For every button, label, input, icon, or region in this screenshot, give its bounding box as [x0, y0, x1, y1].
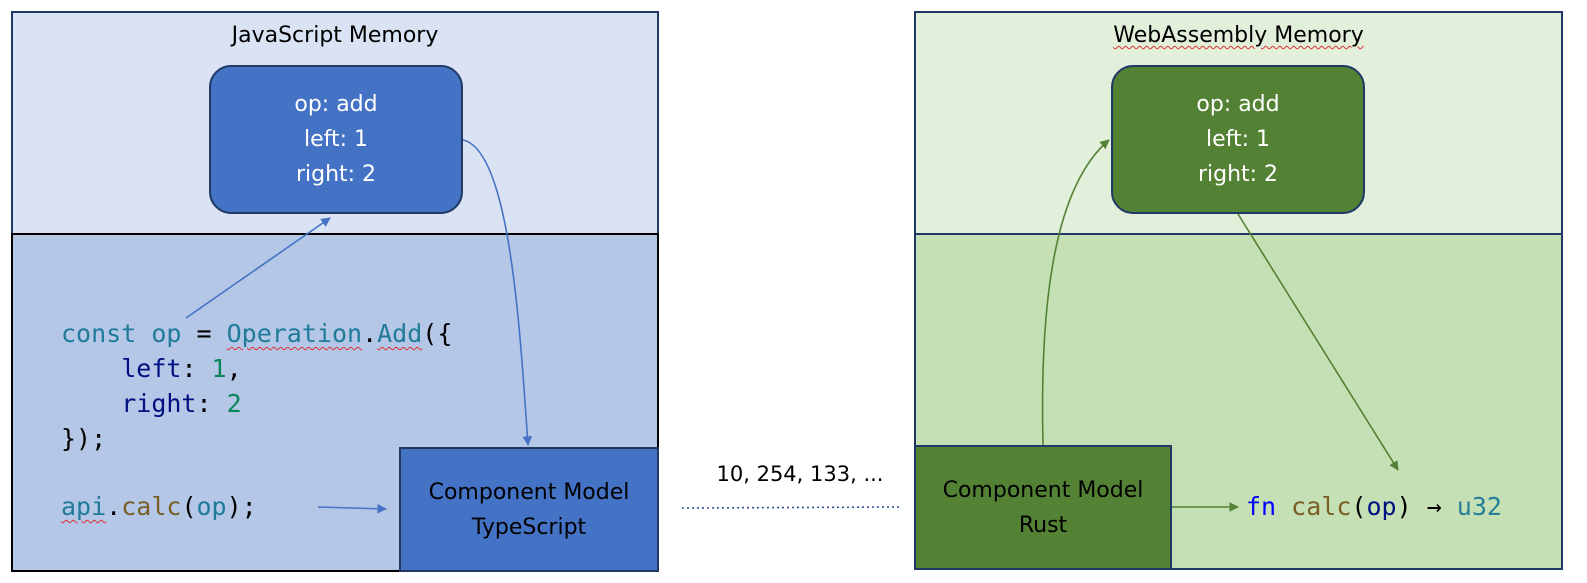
code-close-paren: ); [226, 492, 257, 521]
code-fn-calc: calc [121, 492, 182, 521]
code-return-arrow: → [1411, 492, 1457, 521]
code-dot: . [106, 492, 122, 521]
code-var-op: op [151, 319, 182, 348]
byte-transfer-line [681, 506, 903, 509]
code-num-1: 1 [211, 354, 227, 383]
code-keyword-fn: fn [1246, 492, 1277, 521]
code-prop-right: right [121, 389, 197, 418]
code-arg-op: op [196, 492, 227, 521]
arrow-code-to-js-object [185, 217, 331, 319]
wasm-object-right: right: 2 [1197, 162, 1279, 187]
cm-ts-line1: Component Model [428, 479, 630, 505]
code-fn-add: Add [377, 319, 423, 348]
code-colon: : [181, 354, 212, 383]
arrow-rust-component-to-wasm-object [1041, 139, 1110, 446]
code-line-3: right: 2 [61, 386, 452, 421]
wasm-memory-title-text: WebAssembly Memory [1113, 23, 1364, 48]
wasm-operation-object: op: add left: 1 right: 2 [1111, 65, 1365, 214]
cm-ts-line2: TypeScript [471, 514, 587, 540]
code-open-paren: ( [181, 492, 197, 521]
code-close-paren: ) [1396, 492, 1412, 521]
code-fn-calc: calc [1291, 492, 1352, 521]
cm-rust-line2: Rust [1018, 512, 1068, 538]
wasm-object-left: left: 1 [1205, 127, 1271, 152]
wasm-object-op: op: add [1196, 92, 1280, 117]
code-ident-api: api [61, 492, 107, 521]
arrow-js-object-to-component [462, 139, 533, 446]
typescript-code-block: const op = Operation.Add({ left: 1, righ… [61, 316, 452, 456]
code-prop-left: left [121, 354, 182, 383]
cm-rust-line1: Component Model [942, 477, 1144, 503]
code-close-brace: }); [61, 424, 107, 453]
code-num-2: 2 [226, 389, 242, 418]
component-model-typescript-box: Component Model TypeScript [399, 447, 659, 572]
code-colon: : [196, 389, 227, 418]
js-object-op: op: add [294, 92, 378, 117]
code-open-paren: ( [1351, 492, 1367, 521]
code-equals: = [181, 319, 227, 348]
byte-stream-label: 10, 254, 133, ... [716, 462, 884, 486]
code-class-operation: Operation [226, 319, 363, 348]
rust-fn-signature: fn calc(op) → u32 [1246, 489, 1502, 524]
code-arg-op: op [1366, 492, 1397, 521]
code-line-1: const op = Operation.Add({ [61, 316, 452, 351]
js-operation-object: op: add left: 1 right: 2 [209, 65, 463, 214]
code-line-2: left: 1, [61, 351, 452, 386]
js-object-left: left: 1 [303, 127, 369, 152]
js-object-right: right: 2 [295, 162, 377, 187]
arrow-wasm-object-to-fn [1237, 213, 1399, 471]
code-keyword-const: const [61, 319, 137, 348]
js-memory-title: JavaScript Memory [231, 23, 439, 48]
wasm-memory-title: WebAssembly Memory [916, 23, 1561, 48]
typescript-call-line: api.calc(op); [61, 489, 257, 524]
arrow-call-to-component [317, 503, 387, 514]
code-line-4: }); [61, 421, 452, 456]
code-type-u32: u32 [1456, 492, 1502, 521]
component-model-rust-box: Component Model Rust [914, 445, 1172, 570]
code-comma: , [226, 354, 242, 383]
code-dot: . [362, 319, 378, 348]
code-open-brace: ({ [422, 319, 453, 348]
